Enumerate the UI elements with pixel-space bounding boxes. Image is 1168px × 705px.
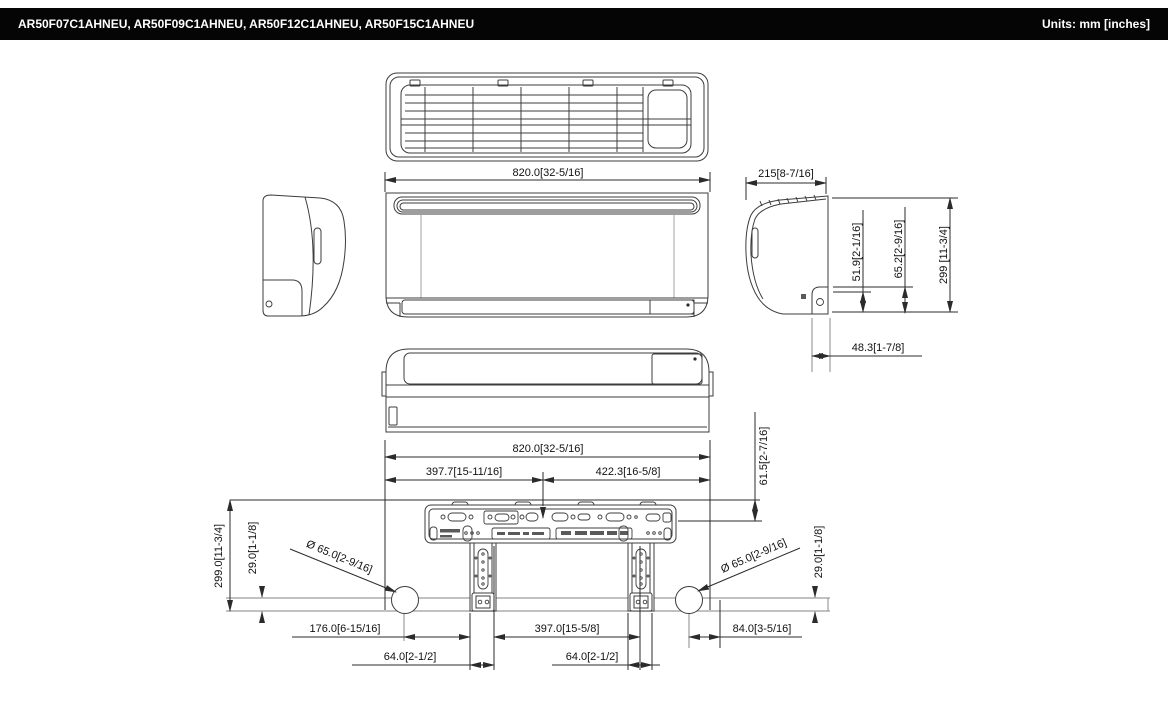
hanger-strap-left [469, 542, 497, 612]
front-view [385, 192, 709, 318]
dim-label-pipe-offset-left: 176.0[6-15/16] [310, 623, 381, 635]
hanger-strap-right [627, 542, 655, 612]
dim-label-strap-width-left: 64.0[2-1/2] [384, 651, 437, 663]
dim-label-unit-height-install: 299.0[11-3/4] [213, 524, 225, 588]
dim-label-panel-height: 65.2[2-9/16] [893, 220, 905, 279]
header-bar: AR50F07C1AHNEU, AR50F09C1AHNEU, AR50F12C… [0, 8, 1168, 40]
top-view [385, 72, 709, 162]
units-label: Units: mm [inches] [1041, 17, 1150, 31]
dim-label-plate-left-span: 397.7[15-11/16] [426, 466, 502, 478]
dim-label-plate-top-offset: 61.5[2-7/16] [758, 427, 770, 486]
left-side-view [262, 194, 346, 317]
dim-label-width-install: 820.0[32-5/16] [513, 443, 584, 455]
dim-label-unit-height-side: 299 [11-3/4] [938, 226, 950, 284]
dim-label-pipe-rise-left: 29.0[1-1/8] [247, 522, 259, 575]
pipe-hole-left-circle [391, 586, 419, 614]
bottom-view [381, 348, 714, 433]
dim-label-pipe-offset-right: 84.0[3-5/16] [733, 623, 792, 635]
dim-label-pipe-hole-right: Ø 65.0[2-9/16] [719, 537, 788, 576]
dim-label-pipe-hole-left: Ø 65.0[2-9/16] [304, 538, 374, 576]
pipe-hole-right-circle [675, 586, 703, 614]
model-numbers: AR50F07C1AHNEU, AR50F09C1AHNEU, AR50F12C… [18, 17, 475, 31]
dim-label-width-top: 820.0[32-5/16] [513, 167, 584, 179]
mounting-plate [424, 501, 677, 544]
dim-label-pipe-rise-right: 29.0[1-1/8] [813, 526, 825, 579]
dim-label-strap-span: 397.0[15-5/8] [535, 623, 600, 635]
dim-label-vane-height: 51.9[2-1/16] [851, 223, 863, 282]
dim-label-plate-right-span: 422.3[16-5/8] [596, 466, 661, 478]
dimension-lines [227, 172, 958, 670]
dim-label-back-depth: 48.3[1-7/8] [852, 342, 905, 354]
dim-label-depth: 215[8-7/16] [758, 168, 814, 180]
right-side-view [745, 194, 829, 315]
dim-label-strap-width-right: 64.0[2-1/2] [566, 651, 619, 663]
